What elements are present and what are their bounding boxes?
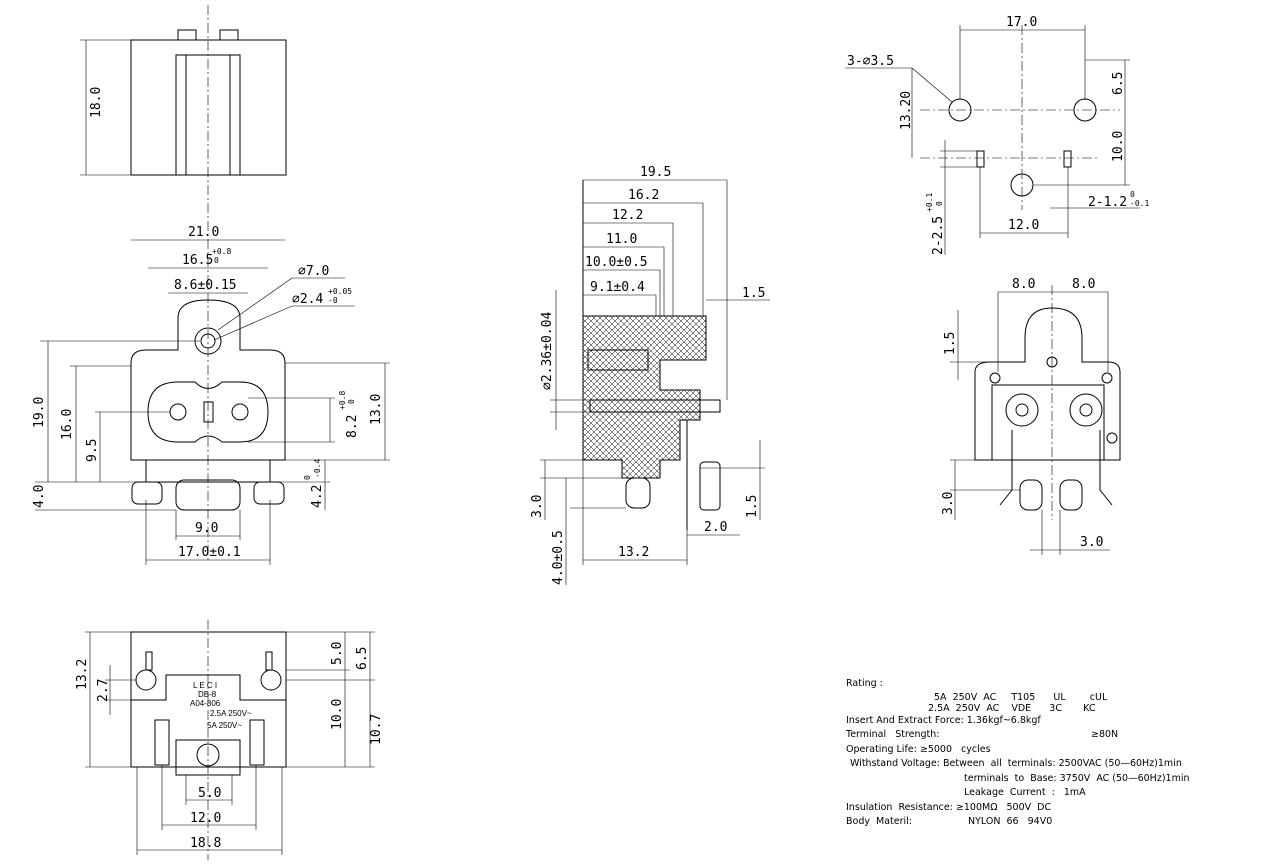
dim-2: 2.0 [704,520,727,535]
dim-bottom-10-7: 10.7 [369,714,384,745]
bottom-view: L E C I DB-8 A04-806 2.5A 250V~ 5A 250V~… [75,620,384,860]
dim-pcb-13-20: 13.20 [899,91,914,130]
dim-rear-8-left: 8.0 [1012,277,1035,292]
tol-8-2-lower: 0 [347,399,356,404]
dim-rear-8-right: 8.0 [1072,277,1095,292]
dim-holes: 3-⌀3.5 [847,54,894,69]
dim-width-17: 17.0±0.1 [178,545,241,560]
spec-withstand-line-3: Leakage Current : 1mA [964,787,1086,798]
dim-height-4: 4.0 [32,485,47,508]
rear-view: 8.0 8.0 1.5 3.0 3.0 [941,277,1121,555]
dim-height-13: 13.0 [369,394,384,425]
dim-bottom-width-12: 12.0 [190,811,221,826]
spec-body-material: Body Materil: NYLON 66 94V0 [846,815,1189,830]
dim-height-4-2: 4.2 [310,485,325,508]
spec-rating-label: Rating : [846,678,883,689]
dim-dia-2-36: ⌀2.36±0.04 [540,312,555,390]
spec-terminal-strength-label: Terminal Strength: [846,729,940,740]
dim-11: 11.0 [606,232,637,247]
dim-bottom-5: 5.0 [330,642,345,665]
front-view: 21.0 16.5 +0.8 0 8.6±0.15 ⌀7.0 ⌀2.4 +0.0… [32,225,390,565]
dim-4-section: 4.0±0.5 [551,530,566,585]
marking-model: DB-8 [198,690,217,699]
spec-body-value: NYLON 66 94V0 [968,816,1053,827]
dim-pcb-6-5: 6.5 [1111,72,1126,95]
dim-height-19: 19.0 [32,397,47,428]
dim-13-2: 13.2 [618,545,649,560]
dim-pcb-10: 10.0 [1111,131,1126,162]
dim-bottom-width-18-8: 18.8 [190,836,221,851]
dim-rear-3-vert: 3.0 [941,492,956,515]
dim-width-21: 21.0 [188,225,219,240]
pcb-layout: 17.0 3-⌀3.5 13.20 6.5 10.0 2-2.5 +0.1 0 … [845,15,1149,255]
dim-width-9: 9.0 [195,521,218,536]
marking-code: A04-806 [190,699,221,708]
spec-rating-row-2: 2.5A 250V AC VDE 3C KC [928,702,1096,714]
dim-width-16-5: 16.5 [182,253,213,268]
spec-withstand: Withstand Voltage: Between all terminals… [846,757,1189,772]
dim-bottom-width-5: 5.0 [198,786,221,801]
dim-1-5-bottom: 1.5 [745,495,760,518]
dim-3-section: 3.0 [530,495,545,518]
spec-body-label: Body Materil: [846,816,912,827]
dim-16-2: 16.2 [628,188,659,203]
tol-16-5-upper: +0.8 [212,247,231,256]
section-view: 19.5 16.2 12.2 11.0 10.0±0.5 9.1±0.4 1.5… [530,165,770,585]
tol-4-2-lower: -0.4 [313,459,322,478]
spec-withstand-line-2: terminals to Base: 3750V AC (50—60Hz)1mi… [964,772,1190,784]
side-view: 18.0 [80,5,287,560]
dim-pitch: 8.6±0.15 [174,278,237,293]
specifications-block: Rating : 5A 250V AC T105 UL cUL 2.5A 250… [846,677,1189,830]
dim-height-16: 16.0 [60,409,75,440]
spec-terminal-strength-value: ≥80N [1091,729,1119,740]
dim-dia-inner: ⌀2.4 [292,292,323,307]
tol-slot-a-lower: 0 [935,201,944,206]
marking-brand: L E C I [193,681,217,690]
dim-1-5-top: 1.5 [742,286,765,301]
dim-bottom-13-2: 13.2 [75,659,90,690]
tol-dia-inner-lower: -0 [328,296,338,305]
tol-slot-b-lower: -0.1 [1130,199,1149,208]
dim-10: 10.0±0.5 [585,255,648,270]
dim-bottom-6-5: 6.5 [355,647,370,670]
dim-pcb-17: 17.0 [1006,15,1037,30]
dim-12-2: 12.2 [612,208,643,223]
dim-slot-b: 2-1.2 [1088,195,1127,210]
tol-4-2-upper: 0 [303,475,312,480]
dim-height-9-5: 9.5 [85,439,100,462]
dim-side-height: 18.0 [89,87,104,118]
spec-insert-force: Insert And Extract Force: 1.36kgf~6.8kgf [846,714,1041,726]
tol-dia-inner-upper: +0.05 [328,287,352,296]
dim-slot-a: 2-2.5 [931,216,946,255]
dim-dia-outer: ⌀7.0 [298,264,329,279]
dim-9-1: 9.1±0.4 [590,280,645,295]
dim-bottom-2-7: 2.7 [96,679,111,702]
spec-withstand-label: Withstand Voltage: [850,758,940,769]
dim-rear-3-horiz: 3.0 [1080,535,1103,550]
dim-pcb-12: 12.0 [1008,218,1039,233]
tol-16-5-lower: 0 [214,256,219,265]
marking-rating-1: 2.5A 250V~ [210,709,252,718]
marking-rating-2: 5A 250V~ [207,721,242,730]
spec-insulation: Insulation Resistance: ≥100MΩ 500V DC [846,801,1052,813]
tol-slot-b-upper: 0 [1130,190,1135,199]
spec-withstand-line-1: Between all terminals: 2500VAC (50—60Hz)… [943,758,1182,769]
dim-bottom-10: 10.0 [330,699,345,730]
spec-terminal-strength: Terminal Strength: ≥80N [846,728,1189,743]
tol-slot-a-upper: +0.1 [925,193,934,212]
dim-rear-1-5: 1.5 [943,332,958,355]
spec-rating-row-1: 5A 250V AC T105 UL cUL [934,691,1108,703]
dim-19-5: 19.5 [640,165,671,180]
dim-height-8-2: 8.2 [345,415,360,438]
tol-8-2-upper: +0.8 [338,391,347,410]
spec-operating-life: Operating Life: ≥5000 cycles [846,743,991,755]
